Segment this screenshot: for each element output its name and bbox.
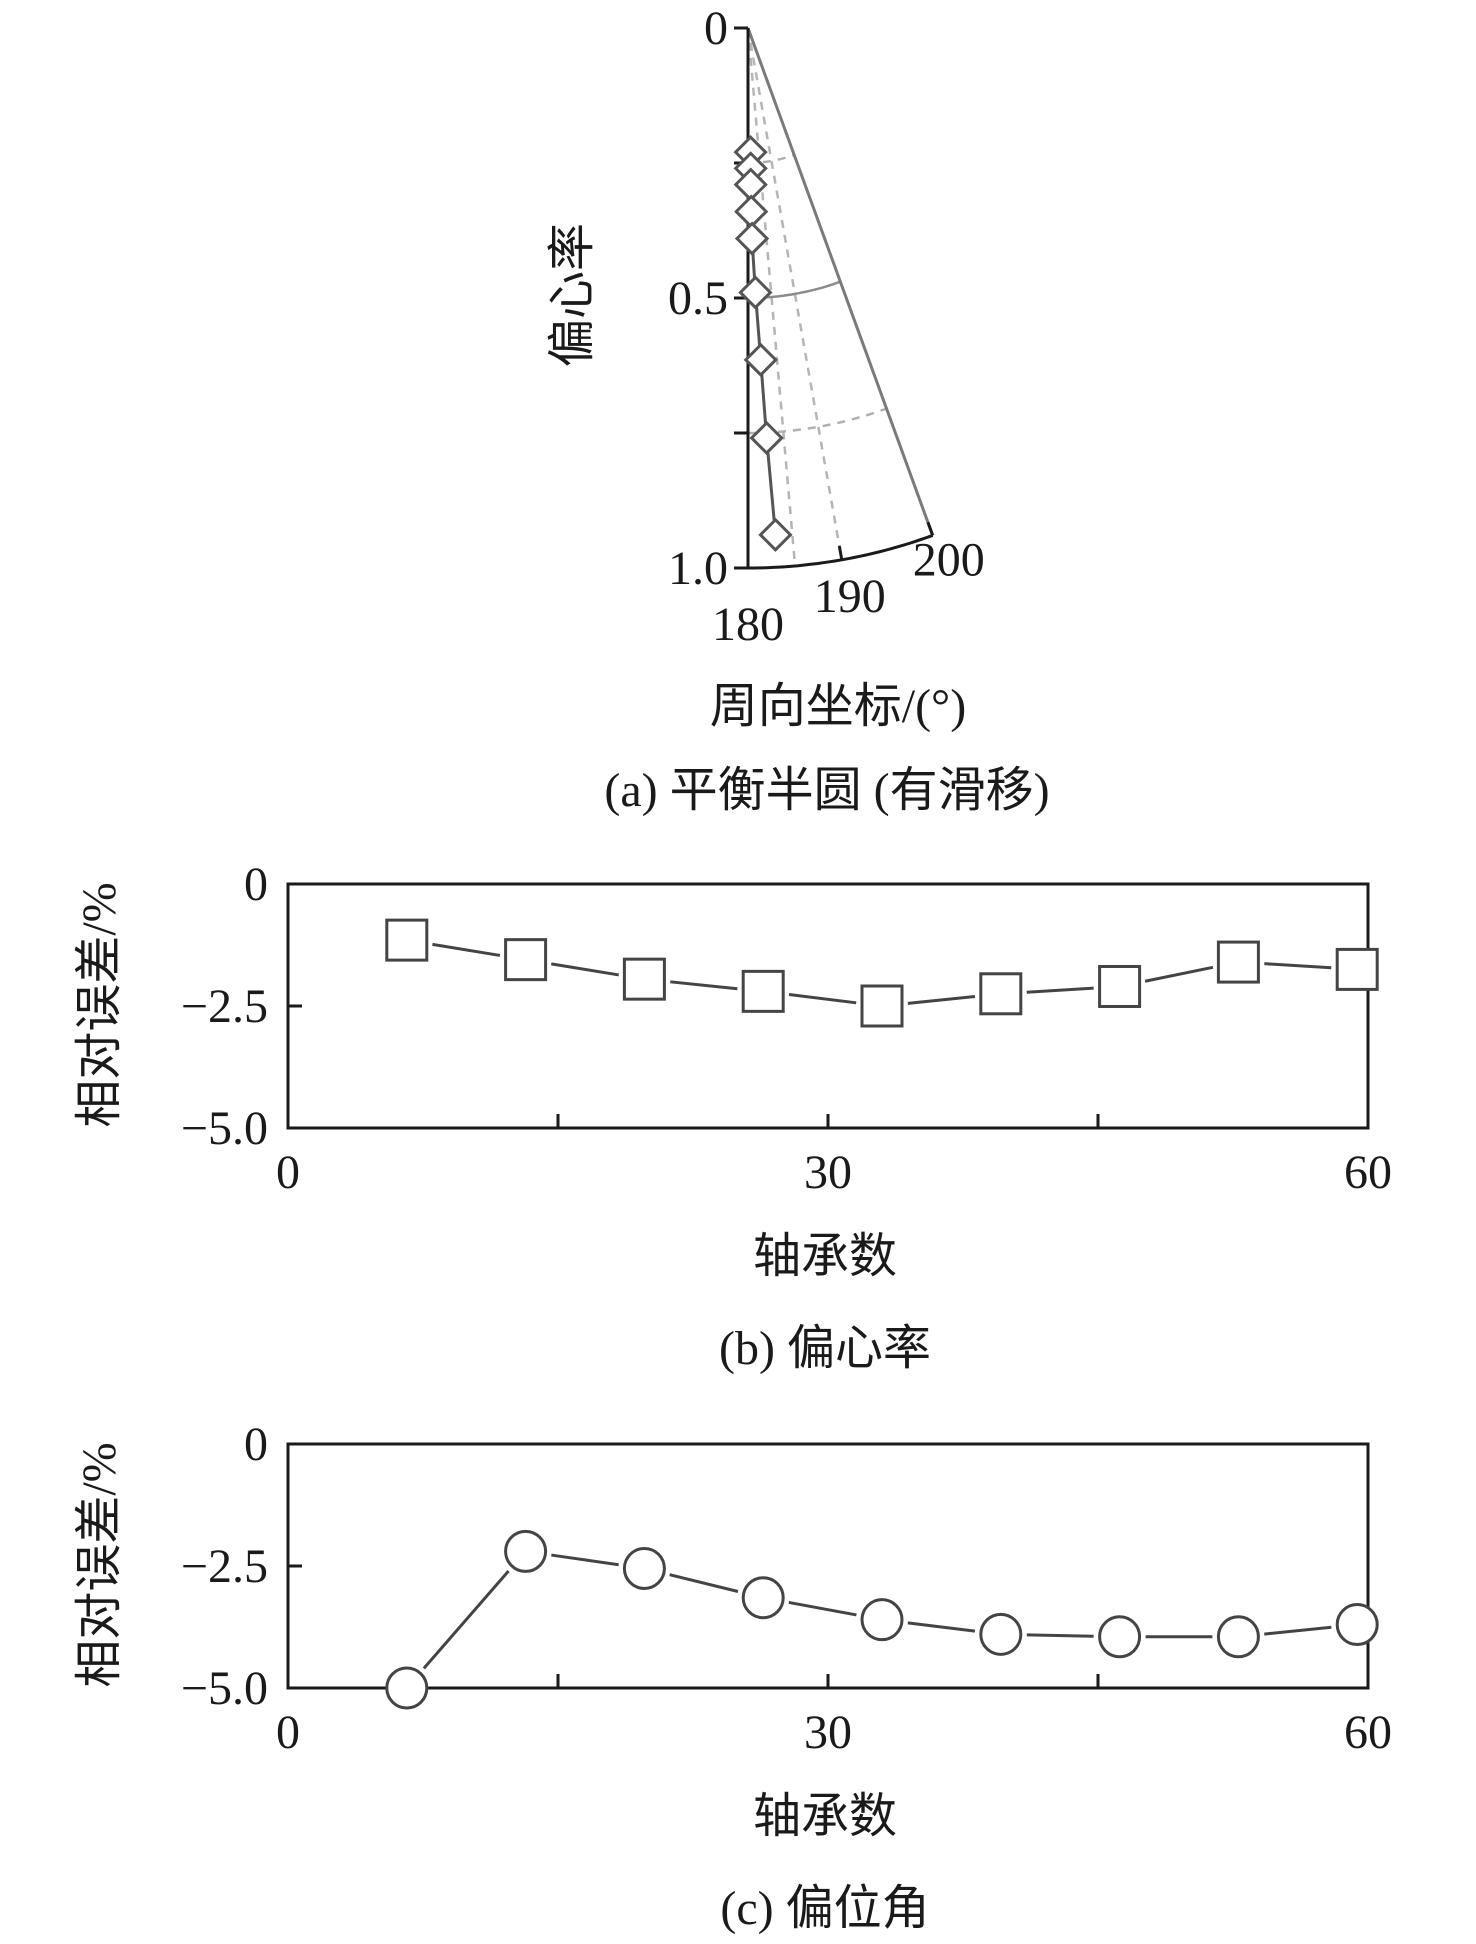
x-tick-label: 30 (804, 1706, 852, 1759)
circle-marker (385, 1666, 429, 1710)
x-tick-label: 60 (1344, 1706, 1392, 1759)
diamond-marker (749, 420, 784, 456)
plot-border (286, 1442, 1370, 1690)
radius-tick-label: 0 (704, 2, 728, 55)
panel-a-xlabel: 周向坐标/(°) (710, 680, 967, 733)
y-tick-label: −2.5 (181, 1540, 268, 1593)
angle-tick-label: 180 (712, 598, 784, 651)
y-tick-label: 0 (244, 1418, 268, 1471)
series-segment (1026, 1633, 1094, 1638)
plot-border (286, 882, 1370, 1130)
circle-marker (622, 1546, 666, 1590)
x-tick-label: 0 (276, 1146, 300, 1199)
series-segment (1144, 965, 1214, 983)
series-segment (422, 1569, 510, 1670)
circle-marker (1216, 1615, 1260, 1659)
series-segment (788, 993, 857, 1005)
panel-c-line-chart: 0 30 60 0 −2.5 −5.0 相对误差/% 轴承数 (c) 偏位角 (73, 1418, 1392, 1935)
polar-axes (734, 26, 935, 570)
series-segment (1264, 1625, 1332, 1636)
y-tick-label: 0 (244, 858, 268, 911)
panel-a-caption: (a) 平衡半圆 (有滑移) (604, 764, 1049, 817)
square-marker (979, 972, 1023, 1016)
diamond-marker (758, 517, 793, 552)
circle-marker (1098, 1615, 1142, 1659)
data-series (385, 918, 1379, 1028)
y-tick-label: −5.0 (181, 1102, 268, 1155)
circle-marker (860, 1598, 904, 1642)
circle-marker (1335, 1603, 1379, 1647)
x-tick-label: 0 (276, 1706, 300, 1759)
outer-radial-line (746, 27, 935, 536)
polar-grid (746, 27, 887, 567)
square-marker (860, 984, 904, 1028)
x-tick-label: 60 (1344, 1146, 1392, 1199)
panel-b-line-chart: 0 30 60 0 −2.5 −5.0 相对误差/% 轴承数 (b) 偏心率 (73, 858, 1392, 1375)
polar-series (733, 135, 793, 552)
series-segment (432, 942, 501, 957)
square-marker (741, 969, 785, 1013)
square-marker (1216, 940, 1260, 984)
panel-c-xlabel: 轴承数 (753, 1790, 897, 1843)
circle-marker (504, 1529, 548, 1573)
series-segment (669, 1573, 739, 1593)
series-segment (551, 962, 619, 977)
panel-b-ylabel: 相对误差/% (73, 882, 126, 1127)
square-marker (1335, 947, 1379, 991)
series-segment (670, 980, 738, 991)
y-tick-label: −2.5 (181, 980, 268, 1033)
angle-axis-arc (748, 533, 934, 570)
radius-tick-label: 0.5 (668, 272, 728, 325)
panel-a-ylabel: 偏心率 (546, 223, 599, 367)
data-series (385, 1529, 1379, 1710)
square-marker (385, 918, 429, 962)
series-segment (551, 1553, 619, 1567)
square-marker (622, 957, 666, 1001)
tick-labels: 0 30 60 0 −2.5 −5.0 (181, 858, 1392, 1199)
angle-tick-label: 190 (814, 570, 886, 623)
angle-tick (837, 545, 844, 561)
radius-tick-label: 1.0 (668, 542, 728, 595)
panel-c-caption: (c) 偏位角 (720, 1882, 929, 1935)
circle-marker (979, 1612, 1023, 1656)
series-segment (907, 1621, 976, 1633)
diamond-marker (738, 275, 773, 310)
square-marker (504, 938, 548, 982)
diamond-marker (734, 221, 770, 256)
plot-frame (286, 1442, 1370, 1690)
tick-labels: 0 30 60 0 −2.5 −5.0 (181, 1418, 1392, 1759)
angle-tick-label: 200 (913, 533, 985, 586)
diamond-marker (734, 194, 769, 229)
circle-marker (741, 1576, 785, 1620)
series-segment (907, 994, 976, 1005)
series-segment (1264, 962, 1332, 970)
diamond-marker (743, 342, 778, 377)
angle-tick (926, 521, 935, 536)
y-tick-label: −5.0 (181, 1662, 268, 1715)
series-segment (1026, 986, 1094, 994)
panel-c-ylabel: 相对误差/% (73, 1442, 126, 1687)
x-tick-label: 30 (804, 1146, 852, 1199)
square-marker (1098, 964, 1142, 1008)
series-segment (788, 1600, 857, 1617)
panel-b-caption: (b) 偏心率 (719, 1322, 931, 1375)
plot-frame (286, 882, 1370, 1130)
panel-b-xlabel: 轴承数 (753, 1230, 897, 1283)
